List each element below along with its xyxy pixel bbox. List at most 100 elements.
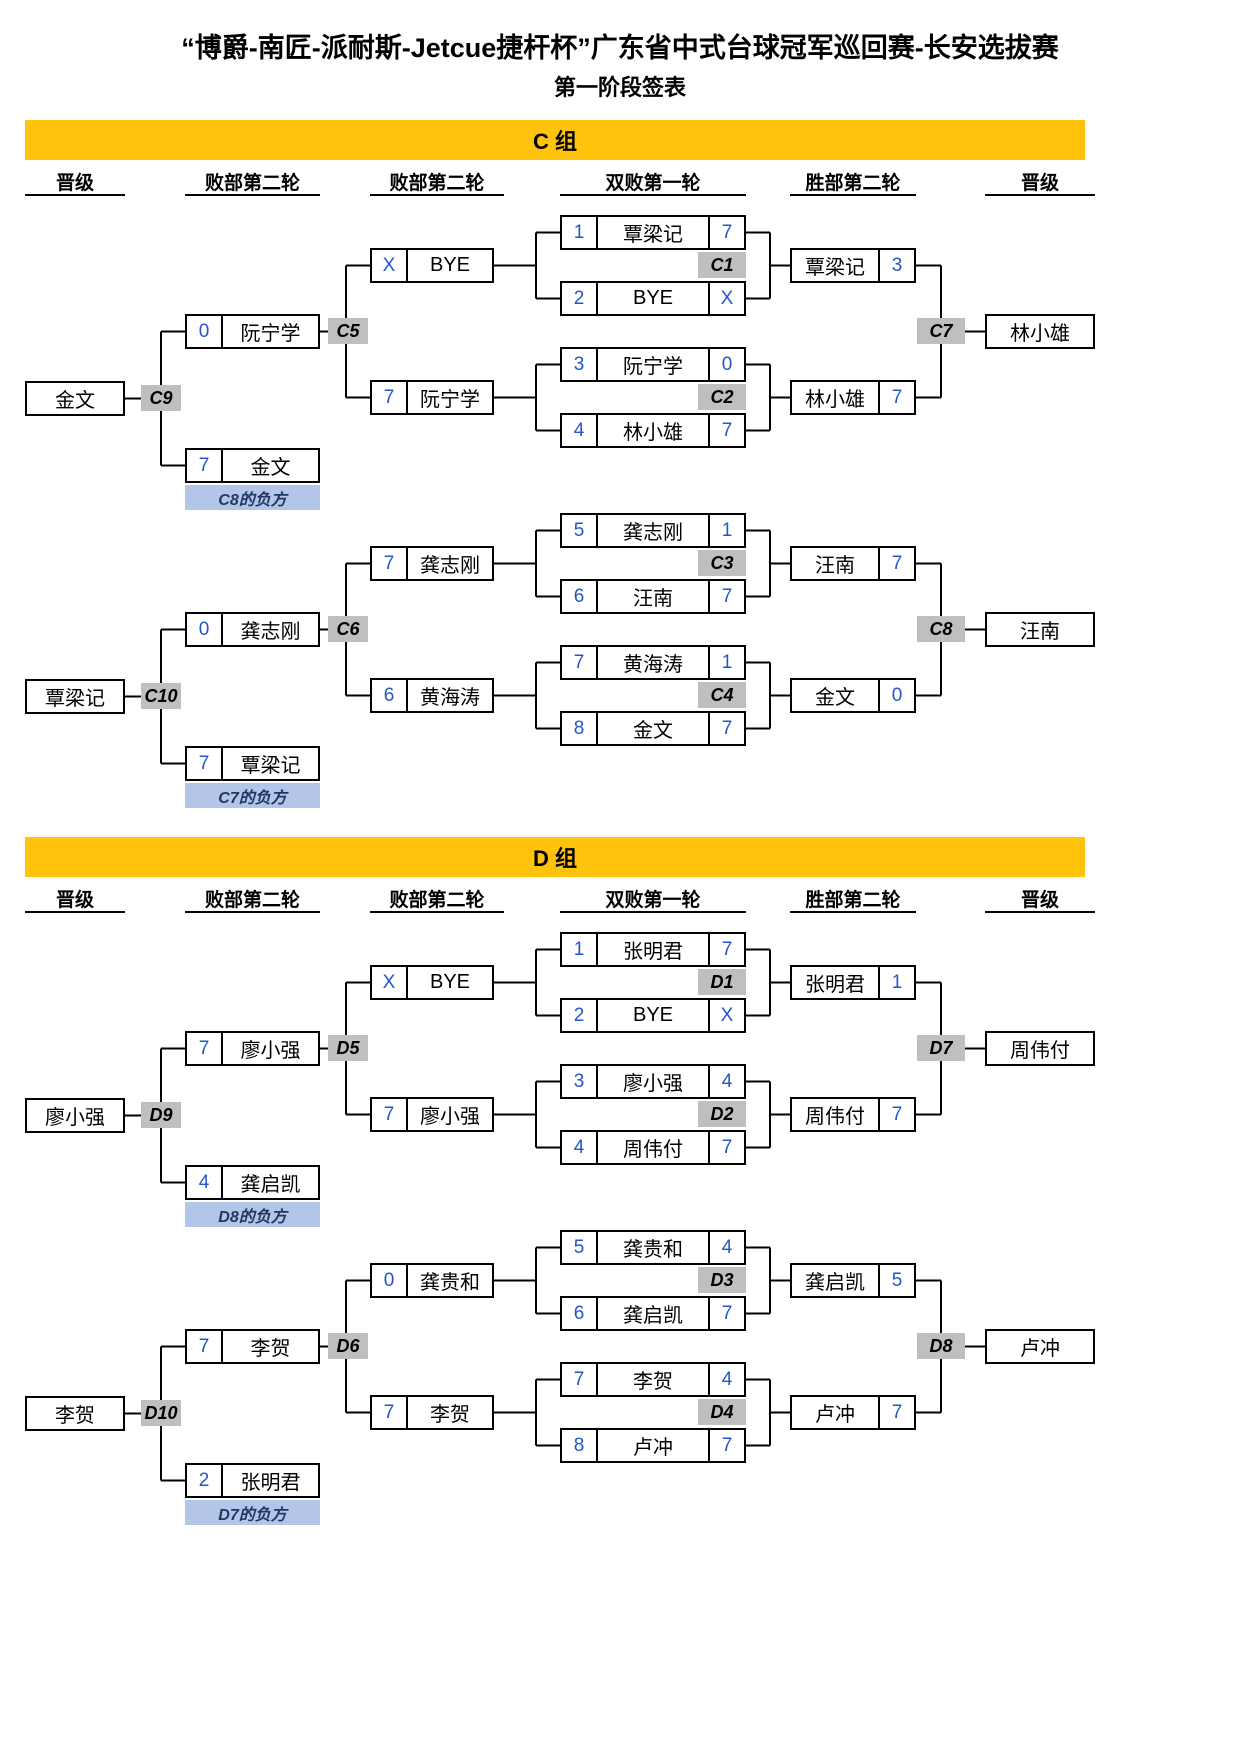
player-name: 龚贵和 <box>623 1239 683 1261</box>
match-label: C6 <box>328 616 368 642</box>
score: 7 <box>187 450 223 481</box>
match-label: C4 <box>698 682 746 708</box>
score: 7 <box>708 934 744 965</box>
loser-source-note: C7的负方 <box>185 783 320 808</box>
match-label: C1 <box>698 252 746 278</box>
match-label: D10 <box>141 1400 181 1426</box>
losers-round-row: 7 龚志刚 <box>370 546 494 581</box>
first-round-row: 8 卢冲 7 <box>560 1428 746 1463</box>
column-header-winners-r2: 胜部第二轮 <box>790 166 916 196</box>
score: 7 <box>708 217 744 248</box>
score: X <box>708 283 744 314</box>
losers-round-row: 7 廖小强 <box>185 1031 320 1066</box>
advancer-box: 覃梁记 <box>25 679 125 714</box>
score: X <box>372 250 408 281</box>
match-label: D4 <box>698 1399 746 1425</box>
losers-round-row: 7 廖小强 <box>370 1097 494 1132</box>
match-label: C10 <box>141 683 181 709</box>
seed-number: 2 <box>562 1000 598 1031</box>
player-name: 张明君 <box>805 974 865 996</box>
match-label: D2 <box>698 1101 746 1127</box>
player-name: 周伟付 <box>805 1106 865 1128</box>
player-name: 卢冲 <box>633 1437 673 1459</box>
winners-round-row: 覃梁记 3 <box>790 248 916 283</box>
player-name: 李贺 <box>250 1338 291 1360</box>
advancer-box: 林小雄 <box>985 314 1095 349</box>
column-header-winners-r2: 胜部第二轮 <box>790 883 916 913</box>
player-name: 林小雄 <box>623 422 683 444</box>
first-round-row: 4 林小雄 7 <box>560 413 746 448</box>
first-round-row: 5 龚贵和 4 <box>560 1230 746 1265</box>
score: 7 <box>878 548 914 579</box>
winners-round-row: 卢冲 7 <box>790 1395 916 1430</box>
score: 4 <box>187 1167 223 1198</box>
group-c-banner: C 组 <box>25 120 1085 160</box>
player-name: 汪南 <box>1020 621 1060 643</box>
player-name: 李贺 <box>55 1405 95 1427</box>
score: 7 <box>878 1397 914 1428</box>
match-label: D7 <box>917 1035 965 1061</box>
match-label: D8 <box>917 1333 965 1359</box>
seed-number: 3 <box>562 349 598 380</box>
score: 7 <box>187 748 223 779</box>
winners-round-row: 周伟付 7 <box>790 1097 916 1132</box>
score: 7 <box>187 1331 223 1362</box>
seed-number: 7 <box>562 647 598 678</box>
match-label: D5 <box>328 1035 368 1061</box>
advancer-box: 周伟付 <box>985 1031 1095 1066</box>
score: 7 <box>708 1132 744 1163</box>
player-name: 覃梁记 <box>240 755 301 777</box>
player-name: 卢冲 <box>815 1404 855 1426</box>
player-name: 黄海涛 <box>420 687 480 709</box>
seed-number: 5 <box>562 1232 598 1263</box>
losers-round-row: 0 龚贵和 <box>370 1263 494 1298</box>
player-name: 廖小强 <box>420 1106 480 1128</box>
player-name: 张明君 <box>240 1472 301 1494</box>
winners-round-row: 张明君 1 <box>790 965 916 1000</box>
first-round-row: 3 阮宁学 0 <box>560 347 746 382</box>
player-name: BYE <box>632 1004 674 1026</box>
seed-number: 1 <box>562 934 598 965</box>
player-name: 覃梁记 <box>45 688 105 710</box>
match-label: C8 <box>917 616 965 642</box>
player-name: 龚启凯 <box>623 1305 683 1327</box>
first-round-row: 3 廖小强 4 <box>560 1064 746 1099</box>
player-name: 汪南 <box>815 555 855 577</box>
losers-round-row: 0 阮宁学 <box>185 314 320 349</box>
player-name: 金文 <box>55 390 95 412</box>
player-name: 金文 <box>250 457 291 479</box>
score: 7 <box>708 581 744 612</box>
seed-number: 4 <box>562 415 598 446</box>
winners-round-row: 林小雄 7 <box>790 380 916 415</box>
seed-number: 6 <box>562 1298 598 1329</box>
first-round-row: 5 龚志刚 1 <box>560 513 746 548</box>
player-name: 周伟付 <box>1010 1040 1070 1062</box>
first-round-row: 7 黄海涛 1 <box>560 645 746 680</box>
losers-round-row: 7 李贺 <box>185 1329 320 1364</box>
column-header-advance-left: 晋级 <box>25 166 125 196</box>
match-label: D6 <box>328 1333 368 1359</box>
score: 7 <box>708 1298 744 1329</box>
player-name: 黄海涛 <box>623 654 683 676</box>
player-name: 覃梁记 <box>805 257 865 279</box>
winners-round-row: 汪南 7 <box>790 546 916 581</box>
player-name: 卢冲 <box>1020 1338 1060 1360</box>
page-subtitle: 第一阶段签表 <box>553 75 686 100</box>
losers-round-row: 0 龚志刚 <box>185 612 320 647</box>
score: 1 <box>708 647 744 678</box>
player-name: 周伟付 <box>623 1139 683 1161</box>
group-d-banner: D 组 <box>25 837 1085 877</box>
first-round-row: 8 金文 7 <box>560 711 746 746</box>
score: 4 <box>708 1232 744 1263</box>
loser-source-note: C8的负方 <box>185 485 320 510</box>
column-header-first-round: 双败第一轮 <box>560 166 746 196</box>
first-round-row: 1 覃梁记 7 <box>560 215 746 250</box>
player-name: BYE <box>429 254 471 276</box>
winners-round-row: 龚启凯 5 <box>790 1263 916 1298</box>
score: 7 <box>878 382 914 413</box>
seed-number: 5 <box>562 515 598 546</box>
first-round-row: 6 汪南 7 <box>560 579 746 614</box>
first-round-row: 7 李贺 4 <box>560 1362 746 1397</box>
advancer-box: 汪南 <box>985 612 1095 647</box>
losers-round-row: X BYE <box>370 965 494 1000</box>
